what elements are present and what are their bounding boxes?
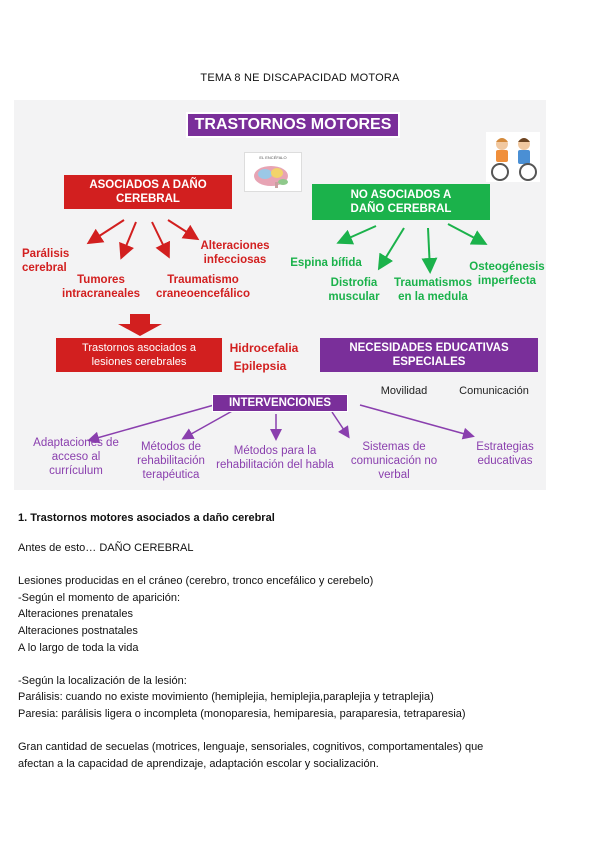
main-title-box: TRASTORNOS MOTORES (186, 112, 400, 138)
section-heading: 1. Trastornos motores asociados a daño c… (18, 512, 275, 524)
associated-arrows (86, 219, 200, 260)
body-line: A lo largo de toda la vida (18, 641, 139, 654)
children-wheelchair-illustration (486, 132, 540, 182)
body-line: Parálisis: cuando no existe movimiento (… (18, 691, 434, 704)
body-line: Lesiones producidas en el cráneo (cerebr… (18, 575, 374, 588)
body-line: Alteraciones prenatales (18, 608, 133, 621)
intervention-arrows (87, 404, 475, 444)
associated-item-tumores: Tumores intracraneales (62, 274, 140, 300)
body-line: Paresia: parálisis ligera o incompleta (… (18, 707, 466, 720)
down-block-arrow (118, 314, 162, 336)
not-associated-item-osteogenesis: Osteogénesis imperfecta (469, 261, 545, 287)
body-line: Gran cantidad de secuelas (motrices, len… (18, 741, 484, 754)
associated-item-paralisis: Parálisis cerebral (22, 248, 70, 274)
associated-item-infecciosas: Alteraciones infecciosas (200, 240, 270, 266)
body-line (18, 656, 588, 673)
interventions-box: INTERVENCIONES (212, 394, 348, 412)
intervention-rehab-habla: Métodos para la rehabilitación del habla (216, 445, 334, 471)
body-line (18, 723, 588, 740)
concept-map-diagram: TRASTORNOS MOTORES EL ENCÉFALO ASOCIADOS… (14, 100, 546, 490)
associated-item-traumatismo: Traumatismo craneoencefálico (156, 274, 250, 300)
brain-icon (254, 166, 288, 188)
nee-item-movilidad: Movilidad (380, 385, 428, 397)
not-associated-item-espina: Espina bífida (290, 257, 362, 269)
body-line: Alteraciones postnatales (18, 624, 138, 637)
lesion-item-epilepsia: Epilepsia (233, 359, 287, 373)
brain-illustration: EL ENCÉFALO (244, 152, 302, 192)
intervention-rehab-terapeutica: Métodos de rehabilitación terapéutica (137, 441, 205, 481)
body-line: Antes de esto… DAÑO CEREBRAL (18, 542, 194, 554)
body-line (18, 557, 588, 574)
brain-caption: EL ENCÉFALO (259, 155, 287, 160)
lesions-box: Trastornos asociados a lesiones cerebral… (56, 338, 222, 372)
associated-brain-damage-box: ASOCIADOS A DAÑO CEREBRAL (64, 175, 232, 209)
intervention-comunicacion-no-verbal: Sistemas de comunicación no verbal (350, 441, 438, 481)
body-line: -Según la localización de la lesión: (18, 674, 187, 687)
intervention-estrategias: Estrategias educativas (476, 441, 534, 467)
diagram-arrows (86, 219, 488, 444)
not-associated-item-distrofia: Distrofia muscular (328, 277, 380, 303)
document-title: TEMA 8 NE DISCAPACIDAD MOTORA (200, 72, 400, 84)
kids-wheelchair-icon (491, 138, 537, 181)
nee-box: NECESIDADES EDUCATIVAS ESPECIALES (320, 338, 538, 372)
body-line: afectan a la capacidad de aprendizaje, a… (18, 757, 379, 770)
section-body: Antes de esto… DAÑO CEREBRAL Lesiones pr… (18, 540, 588, 772)
body-line: -Según el momento de aparición: (18, 591, 181, 604)
not-associated-arrows (336, 223, 488, 274)
intervention-adaptaciones: Adaptaciones de acceso al currículum (33, 437, 119, 477)
not-associated-item-traumatismos: Traumatismos en la medula (394, 277, 472, 303)
not-associated-brain-damage-box: NO ASOCIADOS A DAÑO CEREBRAL (312, 184, 490, 220)
lesion-item-hidrocefalia: Hidrocefalia (229, 341, 299, 355)
nee-item-comunicacion: Comunicación (459, 385, 529, 397)
